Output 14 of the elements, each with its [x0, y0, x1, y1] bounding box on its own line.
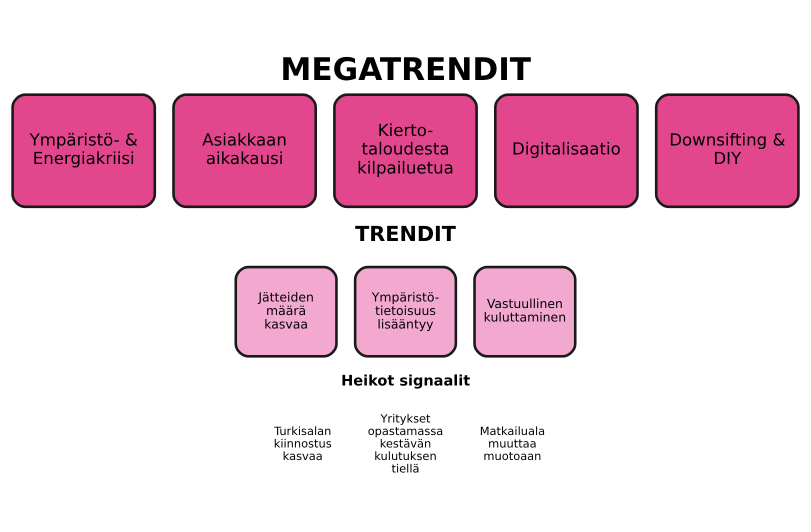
node-box: Asiakkaan aikakausi — [172, 93, 317, 208]
label: Heikot signaalit — [341, 374, 470, 390]
label: Matkailuala muuttaa muotoaan — [480, 424, 546, 463]
node-box: Ympäristö- tietoisuus lisääntyy — [354, 266, 458, 358]
diagram-title: MEGATRENDIT — [280, 52, 532, 88]
node-box: Kierto- taloudesta kilpailuetua — [333, 93, 478, 208]
node-box: Jätteiden määrä kasvaa — [234, 266, 338, 358]
node-box: Digitalisaatio — [494, 93, 639, 208]
label: TRENDIT — [355, 222, 456, 246]
label: Turkisalan kiinnostus kasvaa — [274, 424, 332, 463]
node-box: Vastuullinen kuluttaminen — [473, 266, 577, 358]
label: Yritykset opastamassa kestävän kulutuksen tiellä — [368, 412, 444, 476]
node-box: Downsifting & DIY — [654, 93, 800, 208]
node-box: Ympäristö- & Energiakriisi — [11, 93, 156, 208]
